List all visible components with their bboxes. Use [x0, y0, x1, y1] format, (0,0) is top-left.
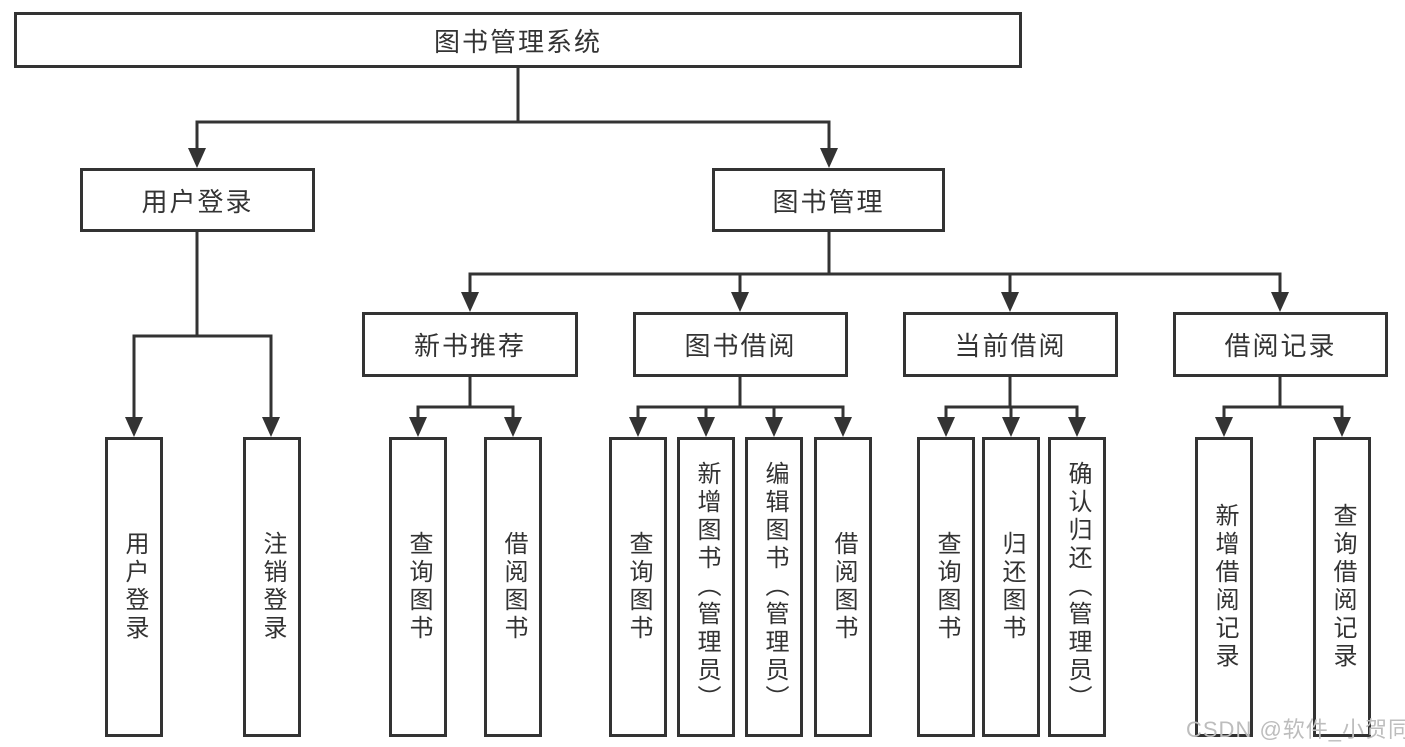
- leaf-query-book: 查询图书: [609, 437, 667, 737]
- leaf-confirm-return-admin: 确认归还（管理员）: [1048, 437, 1106, 737]
- leaf-query-borrow-record: 查询借阅记录: [1313, 437, 1371, 737]
- leaf-borrow-book: 借阅图书: [484, 437, 542, 737]
- leaf-return-book: 归还图书: [982, 437, 1040, 737]
- leaf-user-login: 用户登录: [105, 437, 163, 737]
- leaf-label: 借阅图书: [500, 531, 527, 643]
- node-book-borrow: 图书借阅: [633, 312, 848, 377]
- leaf-label: 确认归还（管理员）: [1064, 461, 1091, 713]
- leaf-label: 查询图书: [625, 531, 652, 643]
- node-current-borrow: 当前借阅: [903, 312, 1118, 377]
- leaf-add-borrow-record: 新增借阅记录: [1195, 437, 1253, 737]
- leaf-label: 归还图书: [998, 531, 1025, 643]
- leaf-label: 新增借阅记录: [1211, 503, 1238, 671]
- leaf-label: 新增图书（管理员）: [693, 461, 720, 713]
- node-user-login: 用户登录: [80, 168, 315, 232]
- node-borrow-records: 借阅记录: [1173, 312, 1388, 377]
- leaf-add-book-admin: 新增图书（管理员）: [677, 437, 735, 737]
- leaf-borrow-book: 借阅图书: [814, 437, 872, 737]
- leaf-label: 查询借阅记录: [1329, 503, 1356, 671]
- csdn-watermark: CSDN @软件_小贺同学: [1186, 717, 1405, 742]
- node-root-library-system: 图书管理系统: [14, 12, 1022, 68]
- leaf-label: 借阅图书: [830, 531, 857, 643]
- leaf-label: 查询图书: [405, 531, 432, 643]
- node-book-management: 图书管理: [712, 168, 945, 232]
- leaf-logout: 注销登录: [243, 437, 301, 737]
- leaf-query-book: 查询图书: [917, 437, 975, 737]
- leaf-label: 编辑图书（管理员）: [761, 461, 788, 713]
- node-new-book-recommend: 新书推荐: [362, 312, 578, 377]
- leaf-label: 查询图书: [933, 531, 960, 643]
- leaf-label: 注销登录: [259, 531, 286, 643]
- leaf-query-book: 查询图书: [389, 437, 447, 737]
- leaf-label: 用户登录: [121, 531, 148, 643]
- leaf-edit-book-admin: 编辑图书（管理员）: [745, 437, 803, 737]
